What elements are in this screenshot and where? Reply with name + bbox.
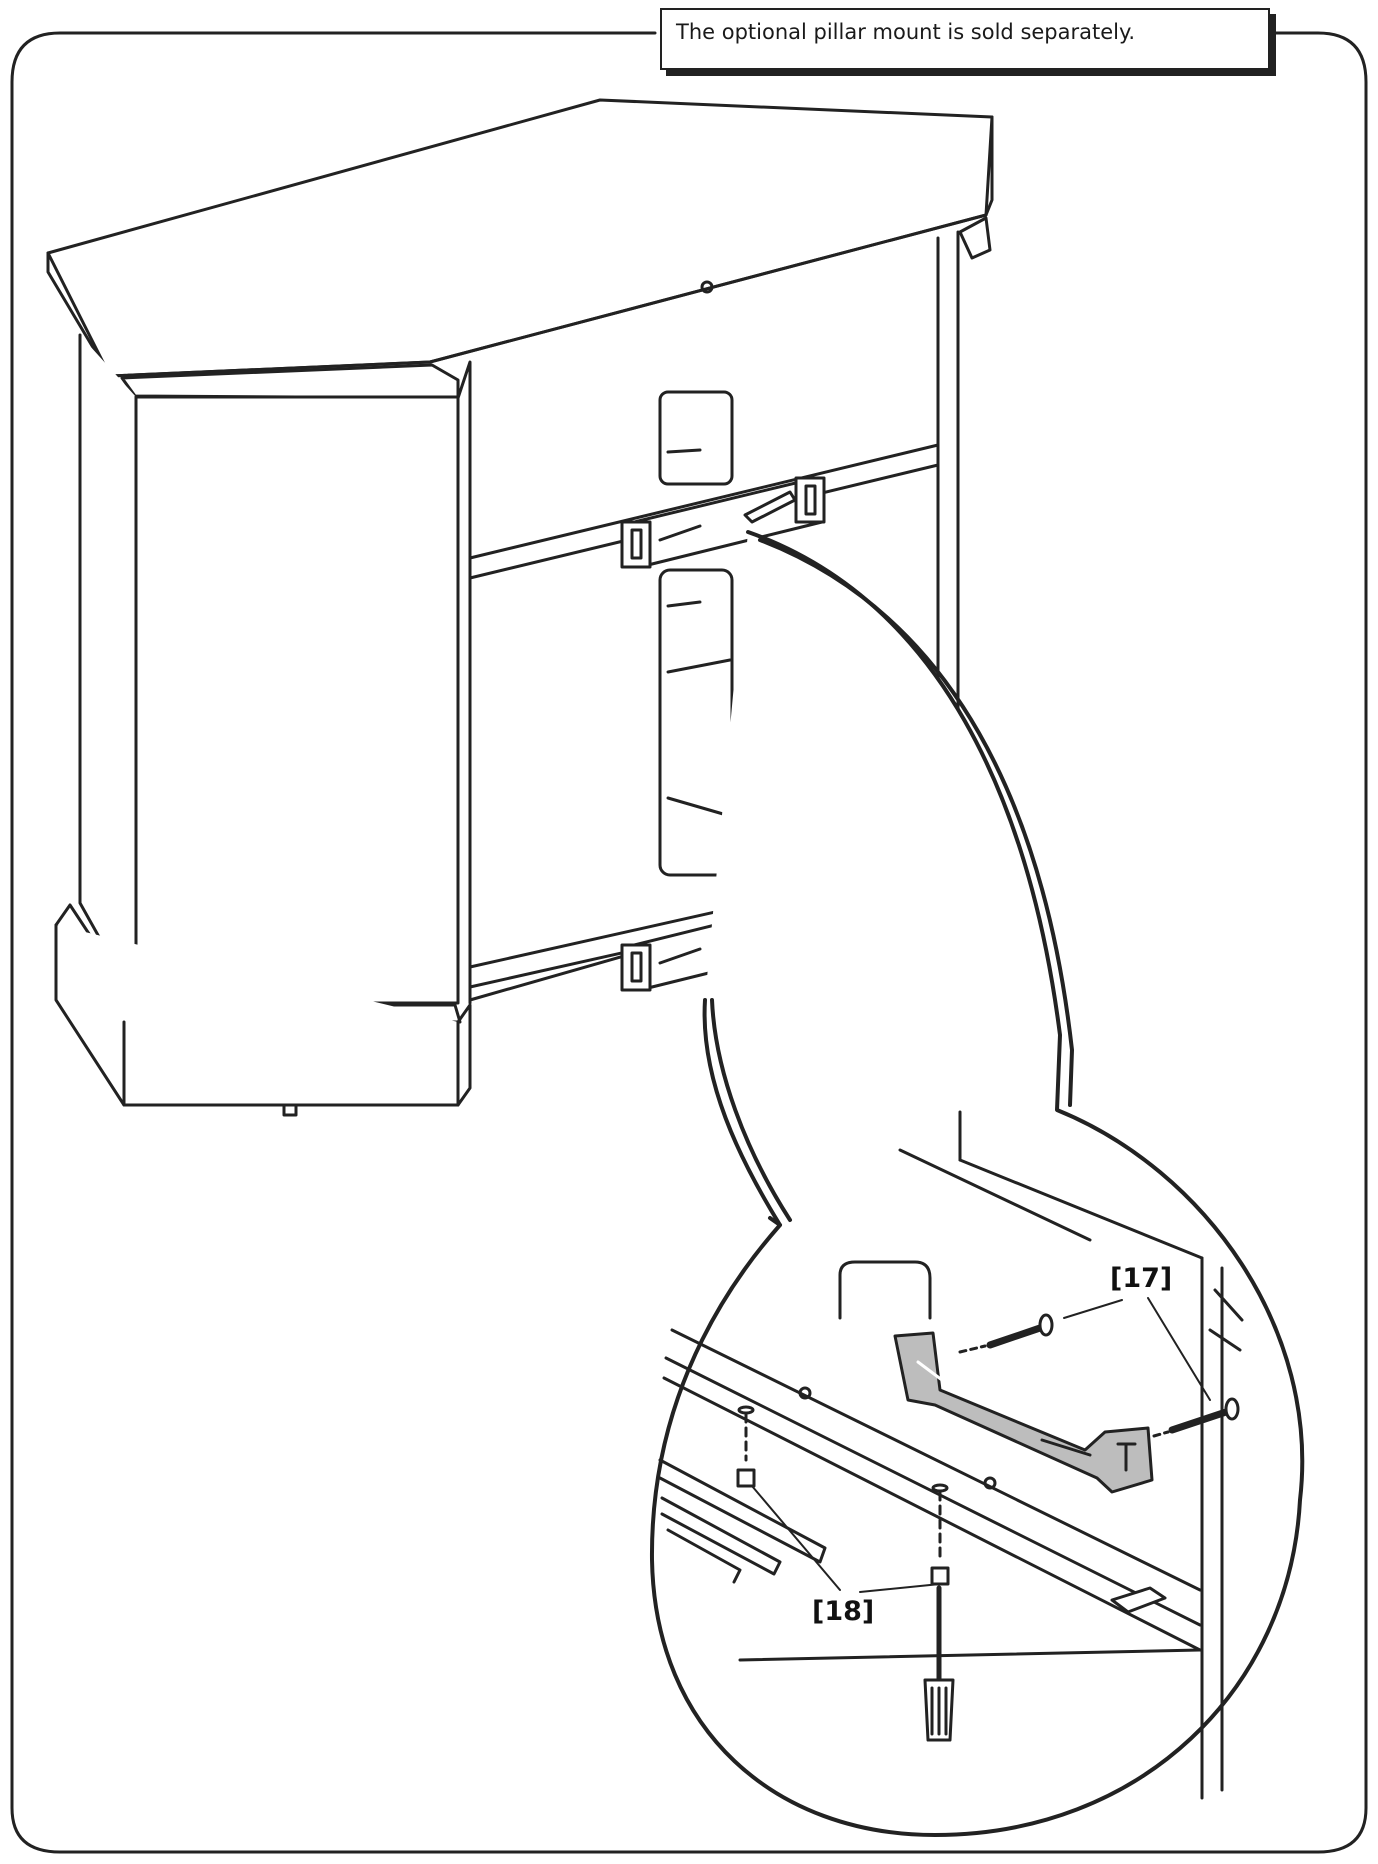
- front-panel: [134, 395, 460, 1005]
- cabinet-top: [46, 98, 994, 378]
- note-box: The optional pillar mount is sold separa…: [660, 8, 1270, 70]
- screw-18-left: [736, 1405, 756, 1488]
- note-text: The optional pillar mount is sold separa…: [676, 20, 1136, 44]
- screw-17-lower: [1152, 1397, 1240, 1438]
- page-frame: [10, 31, 1368, 1854]
- screwdriver-icon: [923, 1585, 955, 1742]
- upper-cutout: [658, 390, 734, 486]
- screw-17-upper: [958, 1313, 1054, 1354]
- magnified-detail-circle: [649, 530, 1305, 1837]
- upper-pillar-bracket: [620, 476, 826, 569]
- screw-18-right: [930, 1483, 950, 1586]
- part-17-label: [17]: [1110, 1263, 1173, 1294]
- part-18-label: [18]: [812, 1596, 875, 1627]
- left-side-panel: [78, 333, 138, 1005]
- pillar-bracket-detail: [893, 1331, 1154, 1494]
